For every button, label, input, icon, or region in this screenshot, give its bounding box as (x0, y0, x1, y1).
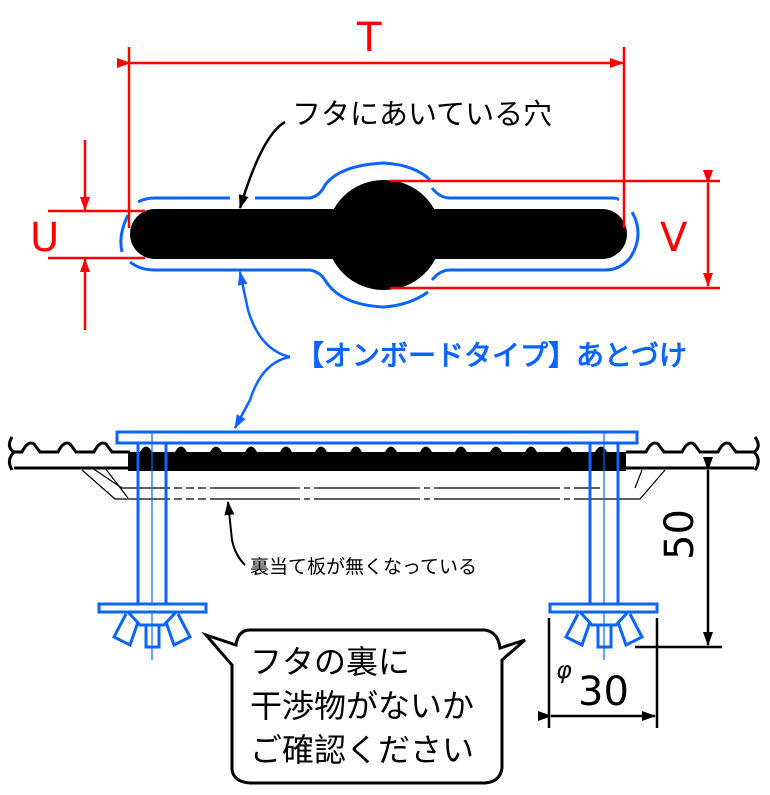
missing-backing-plate-dashes (170, 486, 575, 501)
hole-in-lid-label: フタにあいている穴 (292, 97, 553, 131)
checker-plate-left (7, 436, 130, 471)
callout-line-2: 干渉物がないか (250, 687, 475, 725)
callout-line-3: ご確認ください (250, 731, 475, 769)
lid-section (128, 446, 626, 471)
bolt-left (97, 432, 208, 660)
onboard-type-label: 【オンボードタイプ】あとづけ (296, 339, 687, 372)
dimension-U-label: U (30, 215, 60, 261)
fitting-outline-top (119, 161, 640, 309)
dimension-T (117, 47, 626, 228)
callout-line-1: フタの裏に (250, 643, 411, 681)
hole-shape (130, 180, 627, 290)
diameter-value: 30 (578, 669, 629, 715)
dimension-V (390, 170, 720, 290)
callout-text: フタの裏に 干渉物がないか ご確認ください (250, 640, 474, 772)
dimension-V-label: V (660, 215, 688, 261)
diameter-symbol: φ (556, 656, 572, 684)
checker-plate-right (626, 436, 760, 471)
bolt-right (548, 432, 659, 660)
backing-plate-leader (224, 501, 246, 566)
frame-lines (81, 467, 666, 500)
onboard-plate (115, 430, 639, 445)
dimension-50 (635, 457, 722, 649)
dimension-U (48, 140, 145, 330)
dimension-50-label: 50 (657, 509, 703, 560)
dimension-diameter (538, 618, 659, 728)
hole-leader (238, 120, 286, 209)
dimension-T-label: T (357, 15, 382, 61)
onboard-leaders (233, 271, 291, 429)
callout-bubble (201, 628, 526, 785)
backing-plate-missing-label: 裏当て板が無くなっている (250, 556, 478, 578)
